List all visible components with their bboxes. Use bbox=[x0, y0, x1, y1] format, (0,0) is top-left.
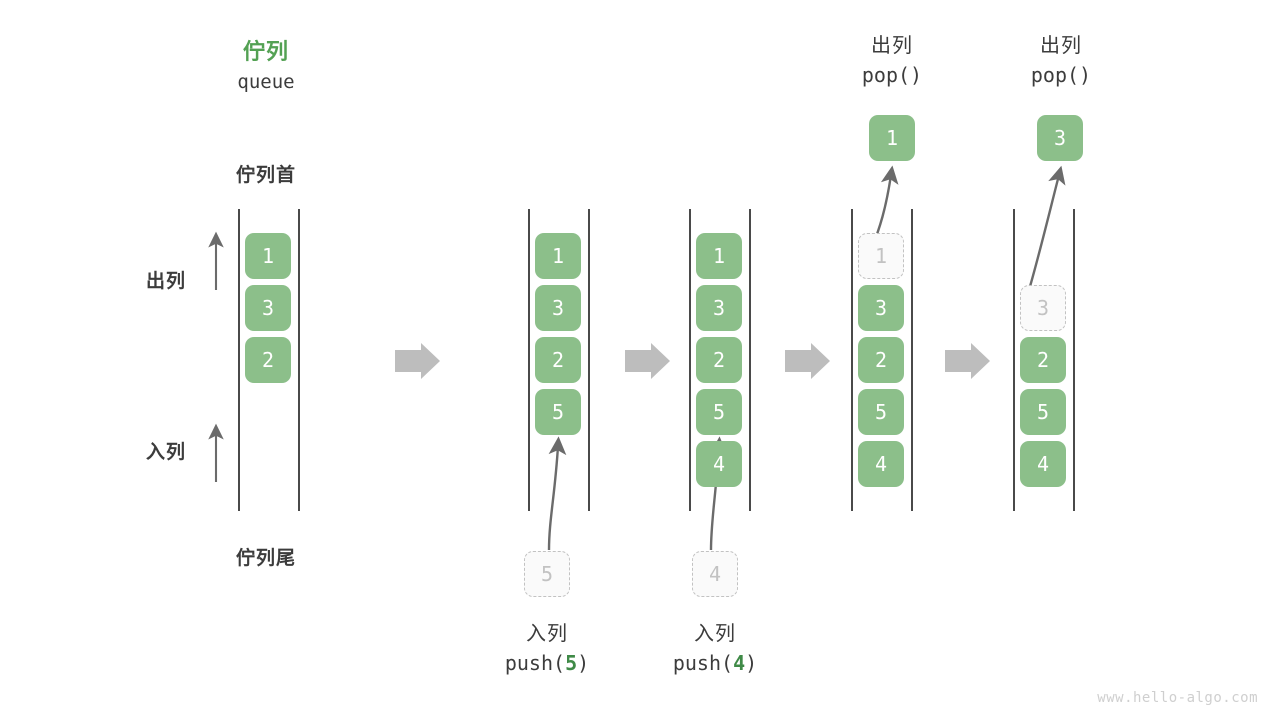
incoming-ghost-element: 5 bbox=[524, 551, 570, 597]
queue-element: 3 bbox=[696, 285, 742, 331]
queue-rail-right bbox=[1073, 209, 1075, 511]
removed-ghost-element: 3 bbox=[1020, 285, 1066, 331]
pop-3-caption: 出列 pop() bbox=[981, 32, 1141, 90]
queue-rail-left bbox=[528, 209, 530, 511]
push-5-code-prefix: push( bbox=[504, 651, 566, 675]
push-5-code-arg: 5 bbox=[565, 651, 578, 675]
step-arrow-3 bbox=[785, 343, 830, 379]
pop-3-motion-arrow bbox=[1027, 165, 1066, 291]
queue-element: 3 bbox=[535, 285, 581, 331]
push-4-caption-cn: 入列 bbox=[694, 623, 736, 645]
pop-1-caption-cn: 出列 bbox=[871, 35, 913, 57]
step-arrow-4 bbox=[945, 343, 990, 379]
queue-element: 5 bbox=[696, 389, 742, 435]
push-4-code-arg: 4 bbox=[733, 651, 746, 675]
queue-element-new: 4 bbox=[696, 441, 742, 487]
queue-element: 2 bbox=[535, 337, 581, 383]
page-subtitle: queue bbox=[237, 71, 295, 93]
queue-rail-left bbox=[689, 209, 691, 511]
queue-element: 1 bbox=[535, 233, 581, 279]
dequeue-label: 出列 bbox=[146, 271, 187, 292]
queue-rail-right bbox=[749, 209, 751, 511]
queue-element: 2 bbox=[696, 337, 742, 383]
queue-element: 5 bbox=[1020, 389, 1066, 435]
queue-element: 3 bbox=[245, 285, 291, 331]
removed-ghost-element: 1 bbox=[858, 233, 904, 279]
enqueue-label: 入列 bbox=[146, 442, 187, 463]
queue-element: 3 bbox=[858, 285, 904, 331]
queue-element: 1 bbox=[696, 233, 742, 279]
queue-element: 4 bbox=[1020, 441, 1066, 487]
watermark: www.hello-algo.com bbox=[1097, 690, 1258, 706]
push-5-motion-arrow bbox=[547, 436, 567, 551]
page-title: 佇列 bbox=[242, 39, 289, 64]
step-arrow-2 bbox=[625, 343, 670, 379]
queue-rail-left bbox=[1013, 209, 1015, 511]
push-5-caption-cn: 入列 bbox=[526, 623, 568, 645]
pop-1-caption-code: pop() bbox=[861, 63, 923, 87]
queue-rail-left bbox=[851, 209, 853, 511]
popped-element: 3 bbox=[1037, 115, 1083, 161]
queue-element: 2 bbox=[245, 337, 291, 383]
queue-tail-label: 佇列尾 bbox=[235, 548, 296, 569]
queue-rail-right bbox=[588, 209, 590, 511]
queue-element: 4 bbox=[858, 441, 904, 487]
push-4-caption: 入列 push(4) bbox=[635, 620, 795, 678]
pop-3-caption-cn: 出列 bbox=[1040, 35, 1082, 57]
queue-element: 2 bbox=[1020, 337, 1066, 383]
push-5-caption-code: push(5) bbox=[467, 649, 627, 678]
push-4-caption-code: push(4) bbox=[635, 649, 795, 678]
step-arrow-1 bbox=[395, 343, 440, 379]
queue-rail-right bbox=[298, 209, 300, 511]
queue-element: 5 bbox=[858, 389, 904, 435]
pop-1-caption: 出列 pop() bbox=[812, 32, 972, 90]
push-4-code-suffix: ) bbox=[745, 651, 758, 675]
push-4-code-prefix: push( bbox=[672, 651, 734, 675]
queue-head-label: 佇列首 bbox=[235, 165, 296, 186]
queue-element-new: 5 bbox=[535, 389, 581, 435]
push-5-caption: 入列 push(5) bbox=[467, 620, 627, 678]
queue-element: 1 bbox=[245, 233, 291, 279]
pop-3-caption-code: pop() bbox=[1030, 63, 1092, 87]
push-5-code-suffix: ) bbox=[577, 651, 590, 675]
queue-rail-right bbox=[911, 209, 913, 511]
incoming-ghost-element: 4 bbox=[692, 551, 738, 597]
queue-element: 2 bbox=[858, 337, 904, 383]
queue-rail-left bbox=[238, 209, 240, 511]
popped-element: 1 bbox=[869, 115, 915, 161]
